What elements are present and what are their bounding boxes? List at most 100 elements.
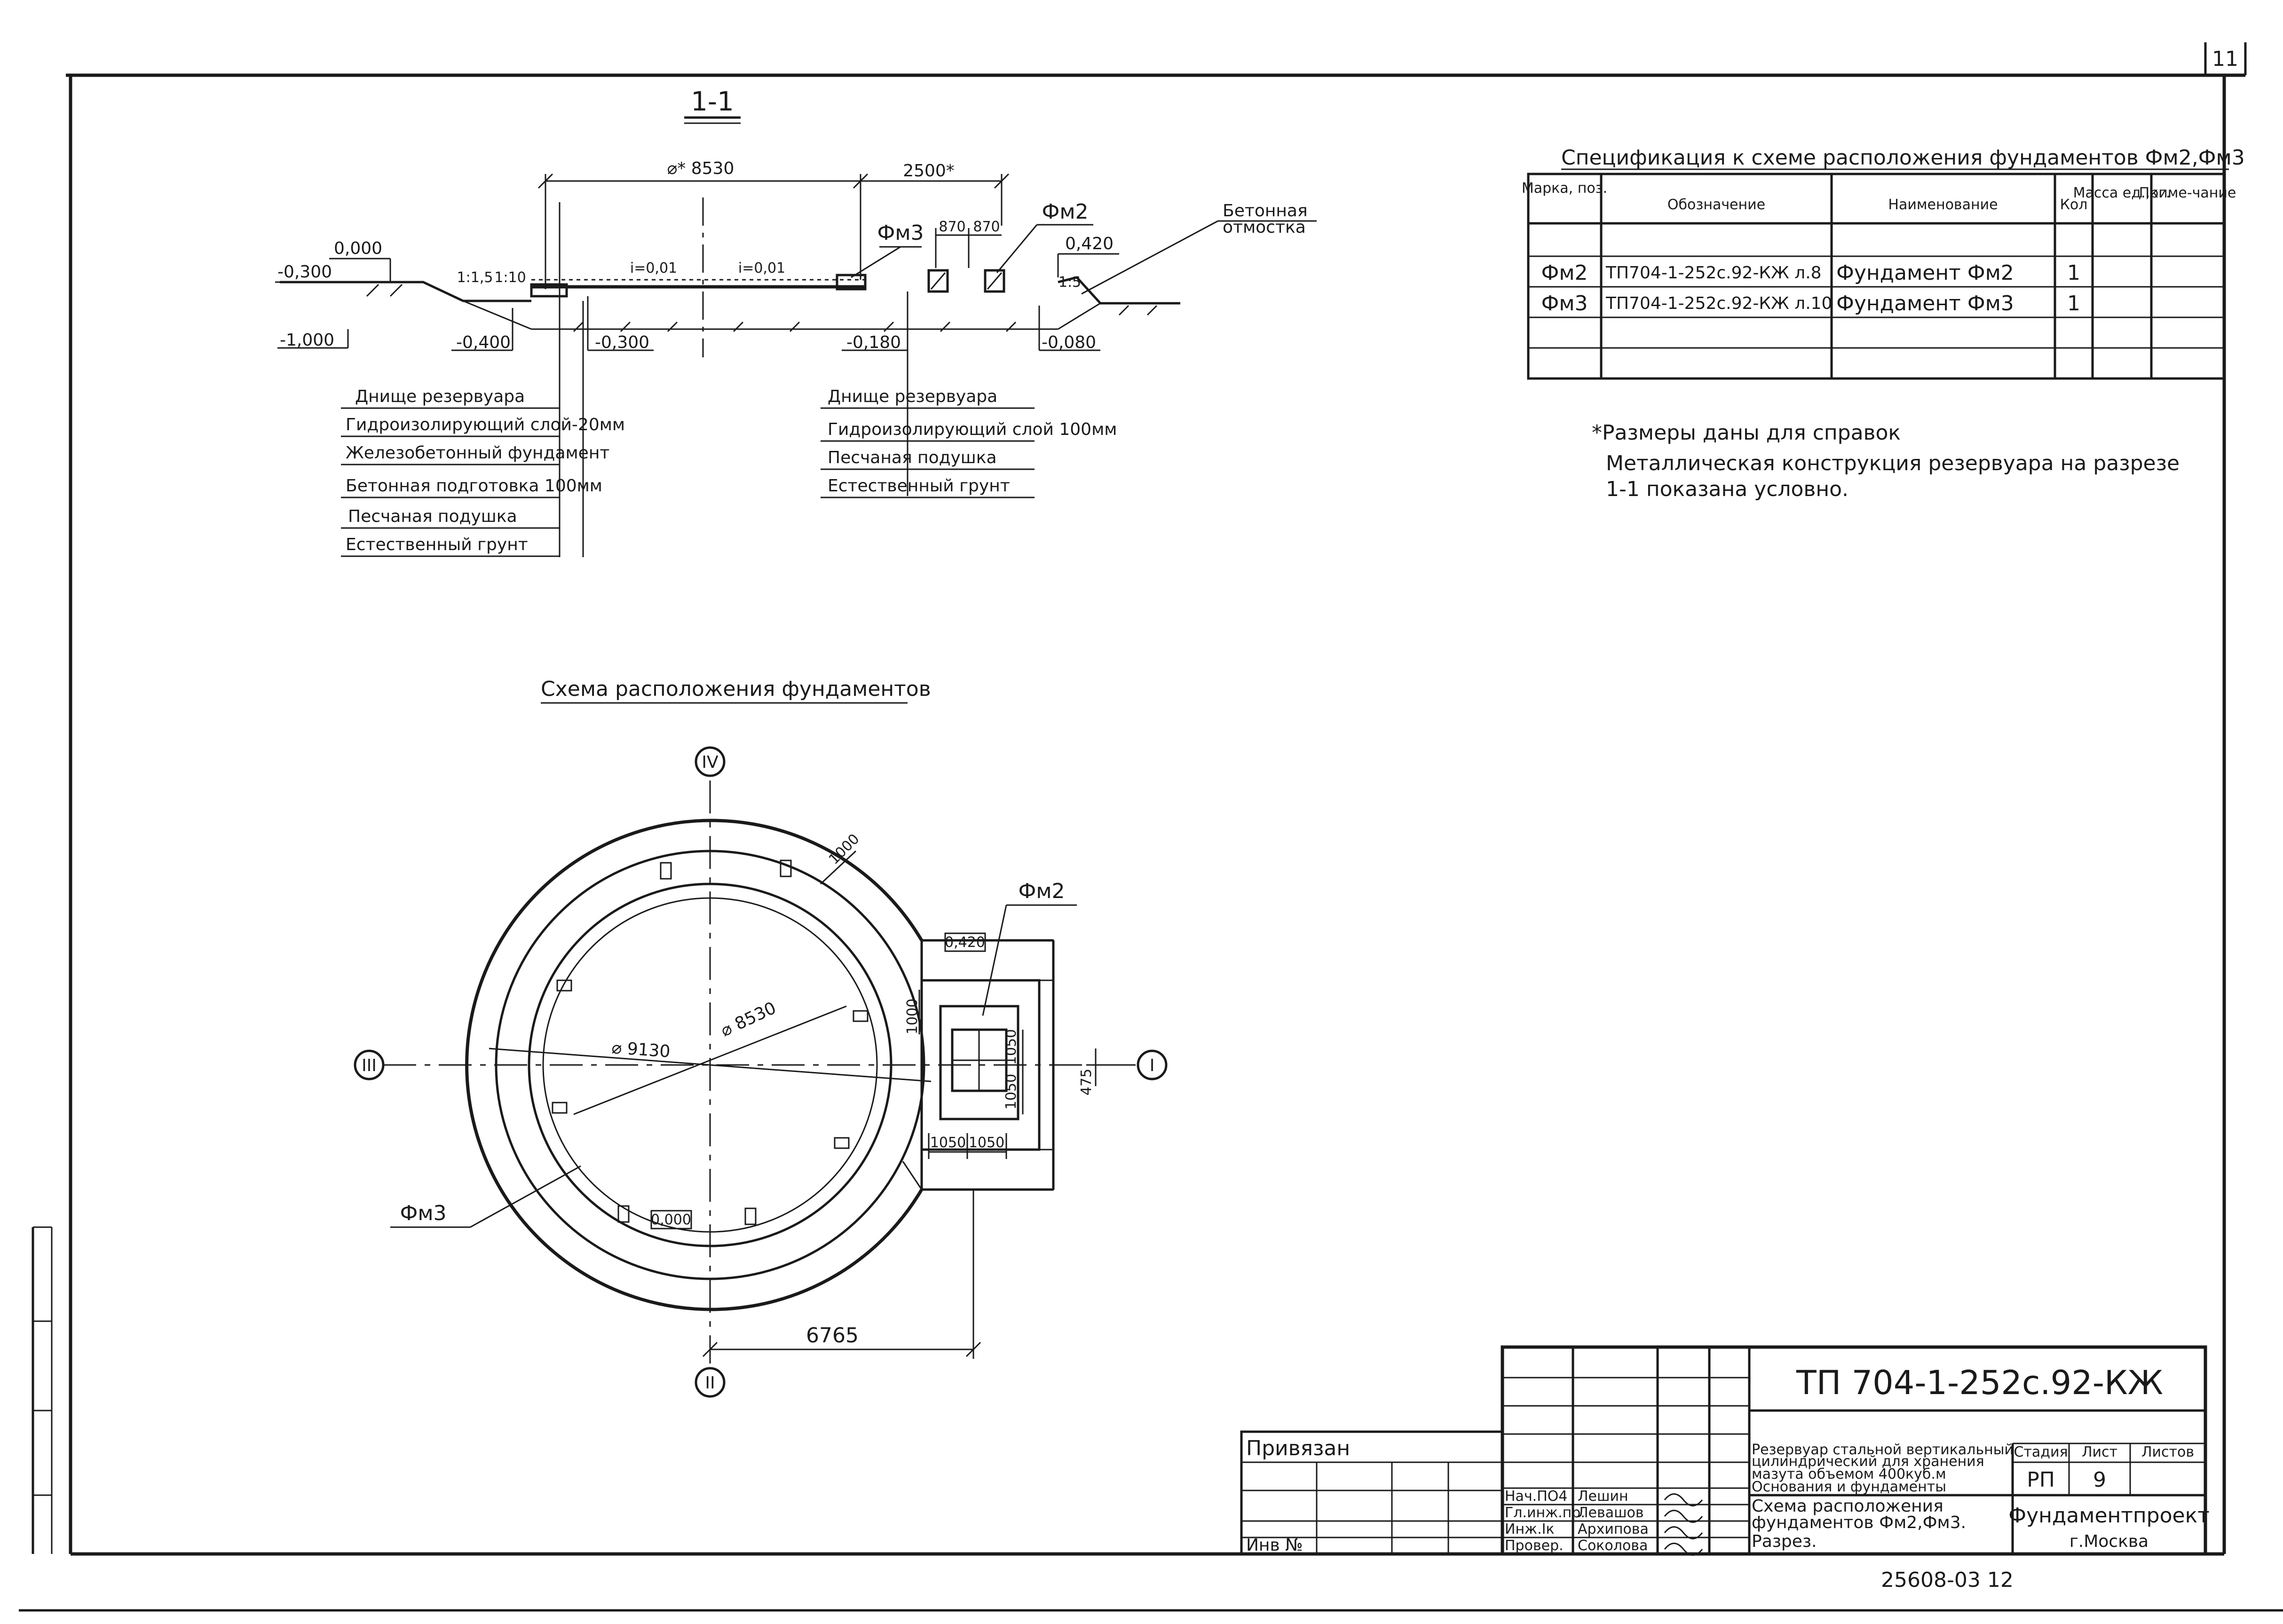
dim-diameter: ⌀* 8530: [667, 159, 735, 178]
project-line-2: цилиндрический для хранения: [1752, 1453, 1984, 1470]
plan-level-0420: 0,420: [945, 934, 985, 951]
foundation-plan: Схема расположения фундаментов IV II III…: [354, 677, 1168, 1398]
layer-left-5: Песчаная подушка: [348, 507, 517, 526]
section-title: 1-1: [691, 87, 734, 117]
doc-code: ТП 704-1-252с.92-КЖ: [1796, 1364, 2163, 1402]
spec-header-designation: Обозначение: [1667, 197, 1765, 213]
spec-title: Спецификация к схеме расположения фундам…: [1561, 146, 2245, 170]
note-line-2: Металлическая конструкция резервуара на …: [1606, 451, 2180, 475]
level-m0180: -0,180: [846, 333, 901, 352]
layer-left-4: Бетонная подготовка 100мм: [346, 476, 602, 496]
section-fm3-label: Фм3: [877, 221, 924, 245]
spec-row2-name: Фундамент Фм3: [1836, 292, 2014, 315]
spec-header-name: Наименование: [1888, 197, 1998, 213]
layer-left-2: Гидроизолирующий слой-20мм: [346, 415, 625, 434]
plan-fm3-label: Фм3: [400, 1201, 446, 1225]
plan-level-0000: 0,000: [651, 1212, 691, 1228]
signatures: [1664, 1493, 1703, 1556]
section-fm2-label: Фм2: [1042, 200, 1088, 224]
spec-row2-mark: Фм3: [1541, 292, 1588, 315]
sheet-value: 9: [2093, 1468, 2106, 1492]
sheet-title-line-1: Схема расположения: [1752, 1497, 1943, 1516]
slope-left: i=0,01: [630, 260, 677, 276]
slope-right: i=0,01: [738, 260, 785, 276]
spec-header-qty: Кол: [2060, 197, 2088, 213]
specification-table: Спецификация к схеме расположения фундам…: [1522, 146, 2245, 380]
level-0420: 0,420: [1065, 234, 1114, 253]
spec-header-mass: Масса ед.,кг.: [2073, 185, 2171, 201]
footer-code: 25608-03 12: [1881, 1568, 2014, 1592]
level-m1000: -1,000: [280, 331, 334, 350]
spec-row2-designation: ТП704-1-252с.92-КЖ л.10: [1605, 294, 1832, 313]
dim-870-a: 870: [939, 219, 965, 235]
concrete-apron-label-1: Бетонная: [1223, 201, 1308, 221]
role-3: Инж.Iк: [1505, 1521, 1555, 1537]
foundation-ring-outer: [495, 850, 925, 1280]
spec-row2-qty: 1: [2067, 292, 2080, 315]
dim-2500: 2500*: [903, 161, 955, 181]
outer-ring: [465, 819, 924, 1311]
layer-left-6: Естественный грунт: [346, 535, 528, 554]
dim-1050-c: 1050: [1003, 1074, 1019, 1110]
section-1-1: 1-1 ⌀* 8530 2500* 870 870: [275, 87, 1317, 557]
name-4: Соколова: [1578, 1537, 1648, 1554]
bound-label: Привязан: [1246, 1436, 1350, 1460]
org-line-1: Фундаментпроект: [2008, 1504, 2210, 1528]
ratio-b: 1:10: [494, 269, 526, 286]
dim-1050-d: 1050: [1003, 1029, 1019, 1065]
note-line-1: *Размеры даны для справок: [1592, 421, 1901, 445]
name-2: Левашов: [1578, 1505, 1644, 1521]
dim-6765: 6765: [806, 1324, 859, 1348]
title-block: ТП 704-1-252с.92-КЖ Резервуар стальной в…: [1240, 1345, 2210, 1592]
layer-left-1: Днище резервуара: [355, 387, 525, 406]
sheets-label: Листов: [2141, 1444, 2194, 1460]
sheet-number: 11: [2212, 47, 2238, 71]
ratio-c: 1:5: [1059, 274, 1081, 291]
ratio-a: 1:1,5: [457, 269, 493, 286]
level-box-0420: [944, 932, 986, 952]
dim-1000-fm2: 1000: [904, 999, 921, 1034]
level-m0400: -0,400: [456, 333, 511, 352]
note-line-3: 1-1 показана условно.: [1606, 477, 1849, 501]
axis-marker-4: [695, 746, 726, 777]
plan-fm2-label: Фм2: [1018, 879, 1065, 903]
stage-label: Стадия: [2014, 1444, 2068, 1460]
axis-marker-3: [354, 1049, 385, 1080]
name-3: Архипова: [1578, 1521, 1649, 1537]
axis-label-2: II: [705, 1373, 715, 1393]
sheet-title-line-3: Разрез.: [1752, 1532, 1817, 1551]
role-2: Гл.инж.пр.: [1505, 1505, 1585, 1521]
level-m0300-left: -0,300: [277, 262, 332, 282]
name-1: Лешин: [1578, 1488, 1628, 1505]
axis-label-1: I: [1150, 1056, 1155, 1075]
tank-wall: [542, 897, 878, 1233]
layer-left-3: Железобетонный фундамент: [346, 443, 609, 463]
project-line-3: мазута объемом 400куб.м: [1752, 1466, 1946, 1482]
stage-value: РП: [2027, 1468, 2055, 1492]
layer-right-2: Гидроизолирующий слой 100мм: [828, 420, 1117, 439]
role-4: Провер.: [1505, 1537, 1564, 1554]
dim-1050-b: 1050: [969, 1135, 1004, 1151]
sheet-title-line-2: фундаментов Фм2,Фм3.: [1752, 1513, 1966, 1532]
spec-row1-name: Фундамент Фм2: [1836, 261, 2014, 285]
dim-diameter-8530: ⌀ 8530: [718, 998, 779, 1041]
spec-row1-qty: 1: [2067, 261, 2080, 285]
dim-1050-a: 1050: [930, 1135, 966, 1151]
foundation-ring-inner: [528, 883, 893, 1247]
layer-right-1: Днище резервуара: [828, 387, 997, 406]
axis-label-4: IV: [702, 753, 719, 772]
notes: *Размеры даны для справок Металлическая …: [1592, 421, 2180, 501]
dim-diameter-9130: ⌀ 9130: [611, 1038, 671, 1062]
axis-marker-1: [1137, 1049, 1168, 1080]
spec-row1-designation: ТП704-1-252с.92-КЖ л.8: [1605, 263, 1822, 283]
spec-header-note: Приме-чание: [2139, 185, 2236, 201]
inv-label: Инв №: [1246, 1536, 1303, 1555]
project-line-4: Основания и фундаменты: [1752, 1479, 1946, 1495]
plan-title: Схема расположения фундаментов: [541, 677, 931, 701]
level-m0080: -0,080: [1042, 333, 1096, 352]
axis-marker-2: [695, 1367, 726, 1398]
layer-right-4: Естественный грунт: [828, 476, 1010, 496]
role-1: Нач.ПО4: [1505, 1488, 1567, 1505]
